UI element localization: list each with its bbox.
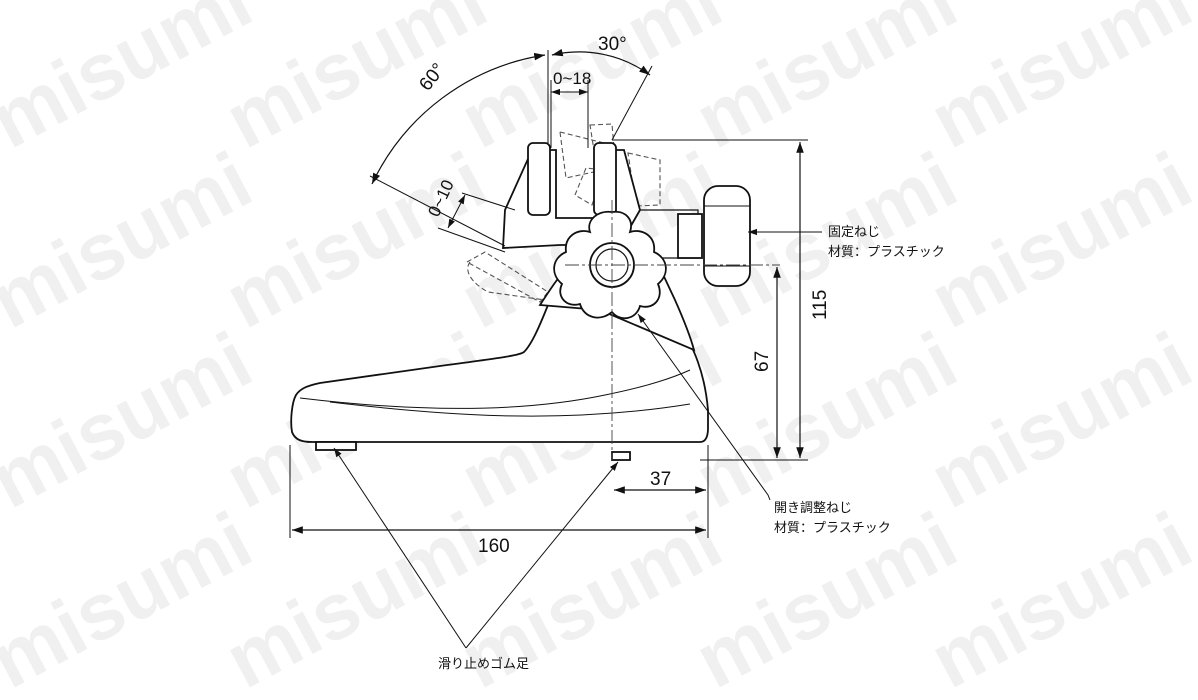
dim-label-37: 37: [650, 469, 671, 490]
rubber-feet-name: 滑り止めゴム足: [438, 656, 529, 672]
watermark: misumi: [916, 315, 1198, 525]
dim-height-center: 67: [752, 267, 781, 458]
fixing-screw: [703, 185, 751, 287]
dim-label-67: 67: [752, 351, 773, 372]
watermark: misumi: [916, 135, 1198, 345]
watermark: misumi: [681, 315, 970, 525]
dim-label-30: 30°: [598, 34, 627, 55]
dim-label-115: 115: [810, 290, 831, 320]
fixing-screw-name: 固定ねじ: [828, 225, 880, 240]
fixing-screw-material: 材質：プラスチック: [828, 245, 945, 260]
dim-height-total: 115: [612, 139, 831, 461]
dim-base-length: 160: [289, 445, 706, 557]
watermark: misumi: [0, 495, 265, 700]
dim-label-160: 160: [478, 536, 510, 557]
dim-offset: 37: [614, 445, 709, 538]
dim-label-gap: 0~18: [553, 69, 591, 88]
callout-leaders: [333, 228, 822, 649]
watermark: misumi: [211, 135, 500, 345]
center-lines: [565, 200, 780, 460]
watermark: misumi: [0, 135, 265, 345]
dim-angle-30: 30°: [547, 34, 653, 145]
dim-gap: 0~18: [550, 69, 591, 148]
adjust-screw-name: 開き調整ねじ: [774, 501, 852, 516]
watermark: misumi: [916, 495, 1198, 700]
adjust-screw-material: 材質：プラスチック: [774, 521, 891, 536]
watermark: misumi: [0, 315, 265, 525]
